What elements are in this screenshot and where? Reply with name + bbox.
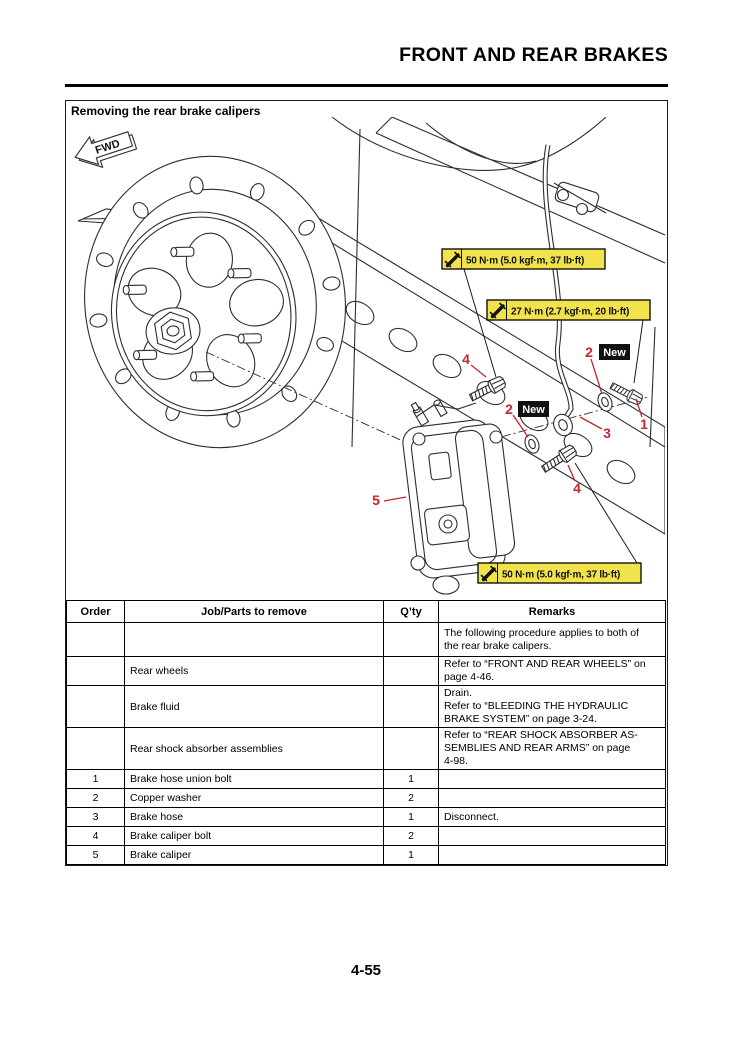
header-rule: [65, 84, 668, 87]
cell-order: 1: [66, 769, 125, 789]
parts-table: Order Job/Parts to remove Q’ty Remarks T…: [66, 600, 666, 865]
cell-order: 2: [66, 788, 125, 808]
axle-nut: [145, 307, 201, 355]
frame-lines: [331, 117, 665, 264]
cell-job: Rear shock absorber assemblies: [124, 727, 384, 770]
new-part-tag: New: [518, 401, 549, 417]
fwd-arrow: FWD: [74, 131, 138, 169]
cell-remarks: The following procedure applies to both …: [438, 622, 666, 657]
col-header-job: Job/Parts to remove: [124, 600, 384, 623]
table-row: The following procedure applies to both …: [66, 622, 666, 657]
callout-number-1: 1: [640, 416, 648, 432]
cell-qty: [383, 656, 439, 686]
cell-qty: [383, 727, 439, 770]
hose-guide: [553, 181, 607, 216]
cell-order: [66, 685, 125, 728]
torque-label-union-bolt: 27 N·m (2.7 kgf·m, 20 lb·ft): [486, 299, 651, 321]
callout-number-3: 3: [603, 425, 611, 441]
cell-job: Brake hose: [124, 807, 384, 827]
cell-qty: [383, 685, 439, 728]
cell-job: Copper washer: [124, 788, 384, 808]
table-row: 2 Copper washer 2: [66, 788, 666, 808]
callout-number-2-outer: 2: [585, 344, 593, 360]
page-number: 4-55: [350, 962, 382, 979]
callout-number-4-lower: 4: [573, 480, 581, 496]
cell-order: [66, 656, 125, 686]
cell-qty: [383, 622, 439, 657]
col-header-remarks: Remarks: [438, 600, 666, 623]
col-header-order: Order: [66, 600, 125, 623]
hose-banjo-eye: [553, 413, 573, 437]
wheel-hub: [110, 211, 297, 417]
cell-job: Rear wheels: [124, 656, 384, 686]
cell-remarks: [438, 826, 666, 846]
cell-remarks: [438, 845, 666, 865]
cell-job: Brake caliper: [124, 845, 384, 865]
cell-order: [66, 727, 125, 770]
table-row: 4 Brake caliper bolt 2: [66, 826, 666, 846]
torque-leader: [463, 268, 497, 378]
torque-wrench-icon: [489, 302, 506, 319]
svg-text:50 N·m (5.0 kgf·m, 37 lb·ft): 50 N·m (5.0 kgf·m, 37 lb·ft): [466, 255, 584, 266]
cell-remarks: [438, 788, 666, 808]
cell-remarks: [438, 769, 666, 789]
torque-leader: [574, 462, 638, 564]
cell-remarks: Drain. Refer to “BLEEDING THE HYDRAULIC …: [438, 685, 666, 728]
cell-order: 5: [66, 845, 125, 865]
brake-disc: [84, 155, 346, 449]
page-title: FRONT AND REAR BRAKES: [399, 44, 668, 66]
table-header-row: Order Job/Parts to remove Q’ty Remarks: [66, 600, 666, 623]
exploded-view-diagram: 50 N·m (5.0 kgf·m, 37 lb·ft) 27 N·m (2.7…: [74, 117, 665, 595]
callout-number-2-inner: 2: [505, 401, 513, 417]
svg-text:27 N·m (2.7 kgf·m, 20 lb·ft): 27 N·m (2.7 kgf·m, 20 lb·ft): [511, 306, 629, 317]
table-row: Rear shock absorber assemblies Refer to …: [66, 727, 666, 770]
callout-number-5: 5: [372, 492, 380, 508]
cell-remarks: Disconnect.: [438, 807, 666, 827]
brake-caliper: [402, 399, 516, 595]
cell-order: 4: [66, 826, 125, 846]
col-header-qty: Q’ty: [383, 600, 439, 623]
torque-wrench-icon: [480, 565, 497, 582]
bleed-screw: [410, 401, 430, 427]
table-row: Rear wheels Refer to “FRONT AND REAR WHE…: [66, 656, 666, 686]
callout-number-4-upper: 4: [462, 351, 470, 367]
cell-job: Brake caliper bolt: [124, 826, 384, 846]
torque-label-caliper-bolt-lower: 50 N·m (5.0 kgf·m, 37 lb·ft): [477, 562, 642, 584]
cell-order: [66, 622, 125, 657]
svg-text:New: New: [603, 347, 626, 359]
table-row: 5 Brake caliper 1: [66, 845, 666, 865]
cell-order: 3: [66, 807, 125, 827]
cell-qty: 2: [383, 826, 439, 846]
figure-title: Removing the rear brake calipers: [71, 104, 261, 118]
cell-job: Brake fluid: [124, 685, 384, 728]
table-row: 3 Brake hose 1 Disconnect.: [66, 807, 666, 827]
svg-text:50 N·m (5.0 kgf·m, 37 lb·ft): 50 N·m (5.0 kgf·m, 37 lb·ft): [502, 569, 620, 580]
axle-axis: [205, 351, 417, 448]
cell-remarks: Refer to “FRONT AND REAR WHEELS” on page…: [438, 656, 666, 686]
brake-hose: [542, 144, 574, 437]
svg-text:New: New: [522, 404, 545, 416]
torque-leader: [633, 319, 644, 384]
cell-qty: 1: [383, 807, 439, 827]
cell-qty: 2: [383, 788, 439, 808]
new-part-tag: New: [599, 344, 630, 360]
torque-label-caliper-bolt-upper: 50 N·m (5.0 kgf·m, 37 lb·ft): [441, 248, 606, 270]
procedure-figure-box: Removing the rear brake calipers: [65, 100, 668, 866]
table-row: Brake fluid Drain. Refer to “BLEEDING TH…: [66, 685, 666, 728]
cell-job: Brake hose union bolt: [124, 769, 384, 789]
torque-wrench-icon: [444, 251, 461, 268]
cell-qty: 1: [383, 845, 439, 865]
table-row: 1 Brake hose union bolt 1: [66, 769, 666, 789]
cell-qty: 1: [383, 769, 439, 789]
cell-remarks: Refer to “REAR SHOCK ABSORBER AS- SEMBLI…: [438, 727, 666, 770]
cell-job: [124, 622, 384, 657]
